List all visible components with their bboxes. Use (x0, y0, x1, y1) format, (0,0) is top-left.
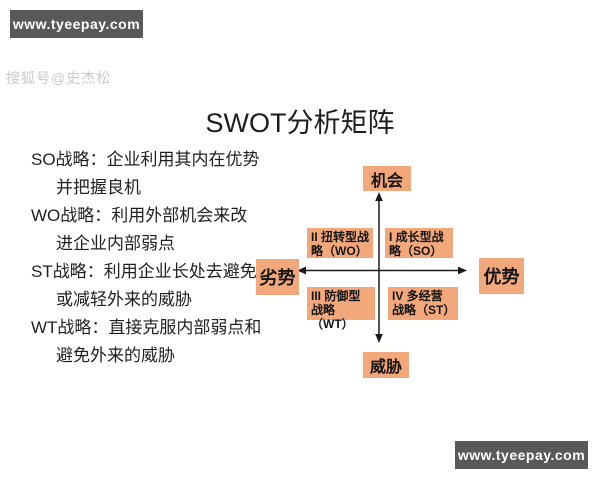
definition-so: SO战略：企业利用其内在优势 并把握良机 (31, 146, 283, 202)
axis-label-opportunity: 机会 (363, 166, 411, 191)
definition-so-line1: SO战略：企业利用其内在优势 (31, 150, 260, 169)
quadrant-1-so-box: I 成长型战略（SO） (385, 228, 453, 258)
strategy-definitions: SO战略：企业利用其内在优势 并把握良机 WO战略：利用外部机会来改 进企业内部… (31, 146, 283, 370)
definition-st: ST战略：利用企业长处去避免 或减轻外来的威胁 (31, 258, 283, 314)
tyeepay-badge-top: www.tyeepay.com (10, 10, 143, 38)
definition-wo: WO战略：利用外部机会来改 进企业内部弱点 (31, 202, 283, 258)
definition-wt-line1: WT战略：直接克服内部弱点和 (31, 318, 262, 337)
quadrant-4-st-box: IV 多经营战略（ST） (388, 287, 458, 320)
definition-wt: WT战略：直接克服内部弱点和 避免外来的威胁 (31, 314, 283, 370)
definition-st-line2: 或减轻外来的威胁 (56, 290, 192, 309)
tyeepay-badge-bottom-label: www.tyeepay.com (457, 447, 586, 463)
tyeepay-badge-top-label: www.tyeepay.com (12, 16, 141, 32)
sohu-account-watermark: 搜狐号@史杰松 (6, 70, 112, 86)
axis-label-threat: 威胁 (363, 352, 409, 378)
page-title: SWOT分析矩阵 (205, 108, 395, 138)
tyeepay-badge-bottom: www.tyeepay.com (455, 441, 588, 469)
definition-wt-line2: 避免外来的威胁 (56, 346, 175, 365)
axis-label-strength: 优势 (479, 258, 524, 294)
definition-wo-line2: 进企业内部弱点 (56, 234, 175, 253)
quadrant-2-wo-box: II 扭转型战略（WO） (307, 228, 373, 258)
definition-st-line1: ST战略：利用企业长处去避免 (31, 262, 257, 281)
definition-wo-line1: WO战略：利用外部机会来改 (31, 206, 248, 225)
axis-label-weakness: 劣势 (256, 259, 299, 295)
definition-so-line2: 并把握良机 (56, 178, 141, 197)
quadrant-3-wt-box: III 防御型战略（WT） (307, 287, 375, 331)
